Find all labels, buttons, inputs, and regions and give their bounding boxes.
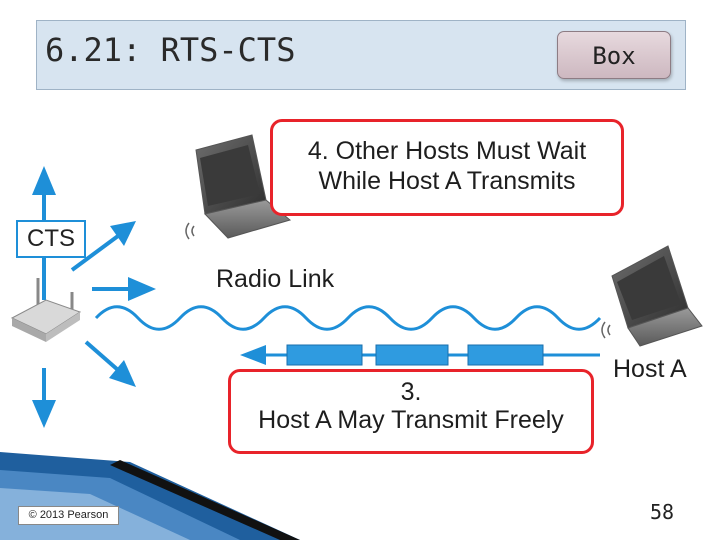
down-arrow	[32, 368, 56, 428]
callout-4-line-1: 4. Other Hosts Must Wait	[307, 137, 587, 165]
callout-3-line-1: 3.	[400, 378, 422, 406]
callout-4-line-2: While Host A Transmits	[318, 167, 576, 195]
callout-host-a-transmit: 3. Host A May Transmit Freely	[228, 369, 594, 454]
access-point-icon	[10, 278, 82, 342]
data-packet	[467, 344, 544, 366]
slide-title: 6.21: RTS-CTS	[45, 31, 296, 69]
wireless-signal-icon	[601, 321, 611, 339]
radio-link-wave	[94, 305, 602, 331]
callout-3-line-2: Host A May Transmit Freely	[258, 406, 564, 434]
copyright-notice: © 2013 Pearson	[18, 506, 119, 525]
box-button[interactable]: Box	[557, 31, 671, 79]
data-packet	[286, 344, 363, 366]
arrow-right	[92, 277, 156, 301]
footer-decoration	[0, 452, 300, 540]
arrow-down-right	[84, 340, 136, 387]
arrow-up-right	[70, 221, 136, 272]
page-number: 58	[650, 500, 675, 524]
data-packet	[375, 344, 449, 366]
cts-label: CTS	[16, 220, 86, 258]
laptop-icon	[195, 134, 292, 239]
laptop-icon	[611, 245, 703, 347]
transmission-arrow	[240, 344, 600, 366]
radio-link-label: Radio Link	[216, 265, 335, 293]
host-a-label: Host A	[613, 355, 687, 383]
title-bar: 6.21: RTS-CTS Box	[36, 20, 686, 90]
wireless-signal-icon	[185, 222, 195, 240]
callout-other-hosts-wait: 4. Other Hosts Must Wait While Host A Tr…	[270, 119, 624, 216]
